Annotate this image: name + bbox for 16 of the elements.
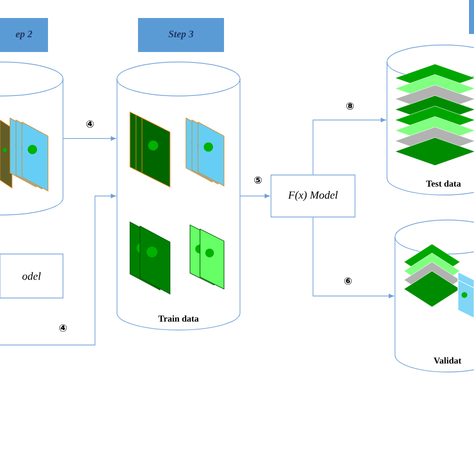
step-box bbox=[469, 0, 474, 34]
data-cylinder bbox=[0, 62, 64, 216]
data-cylinder: Train data bbox=[116, 62, 240, 330]
data-cylinder: Validat bbox=[394, 220, 474, 372]
arrow bbox=[312, 118, 386, 175]
node-label: Validat bbox=[434, 357, 462, 364]
arrow bbox=[62, 136, 116, 141]
step-box: Step 3 bbox=[138, 18, 224, 52]
step-box: ep 2 bbox=[0, 18, 48, 52]
arrow bbox=[240, 194, 270, 198]
arrow bbox=[312, 217, 394, 298]
node-label: Test data bbox=[426, 180, 461, 187]
arrow bbox=[0, 194, 116, 346]
node-label: Train data bbox=[158, 315, 199, 322]
model-box: F(x) Model bbox=[270, 174, 356, 218]
model-box: odel bbox=[0, 254, 64, 298]
